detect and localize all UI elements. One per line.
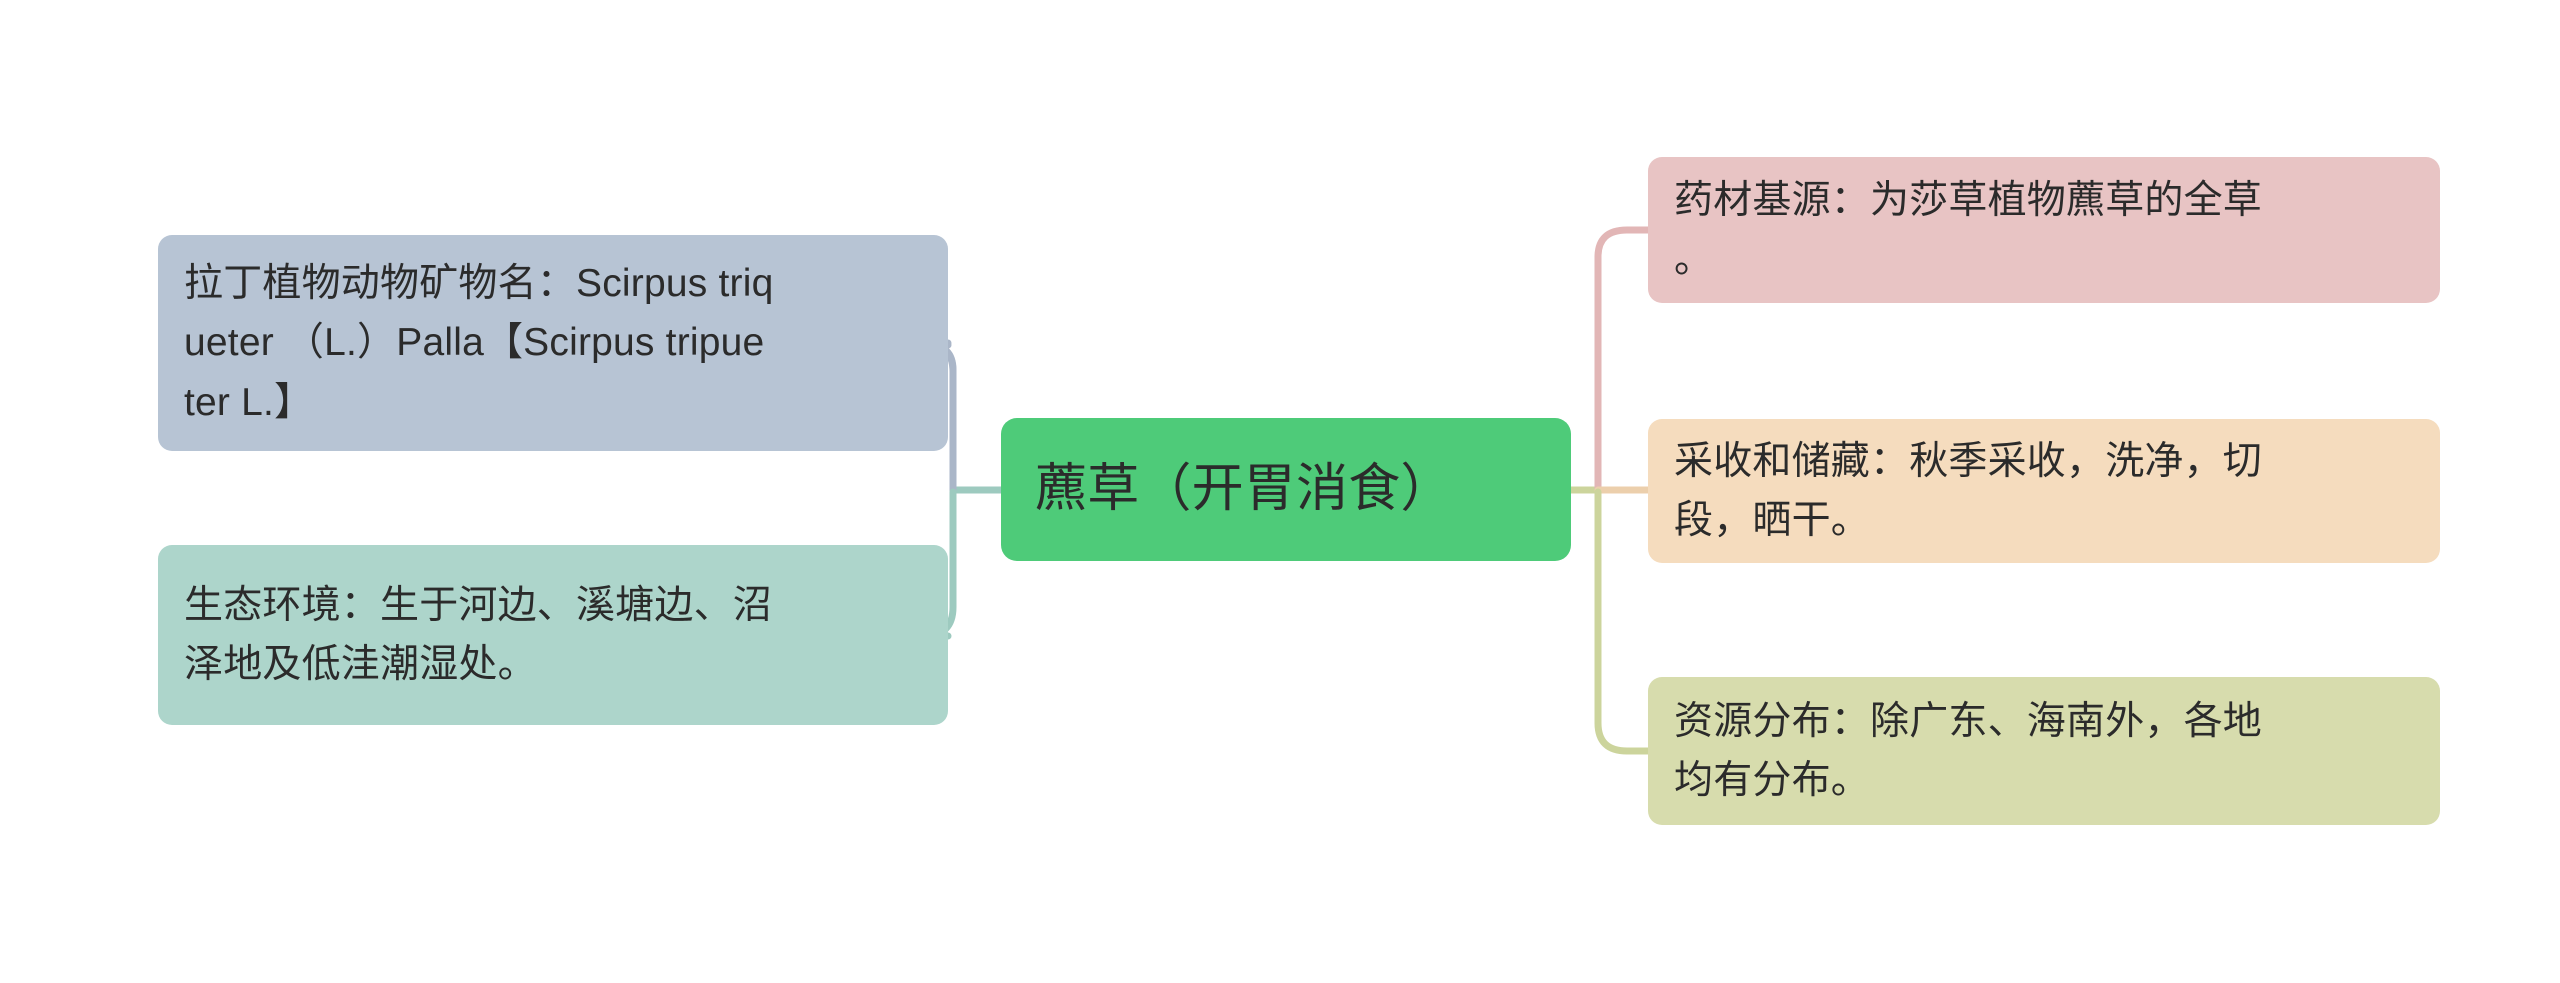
node-medicinal-source-label: 药材基源：为莎草植物藨草的全草 。 xyxy=(1674,178,2263,281)
node-medicinal-source[interactable]: 药材基源：为莎草植物藨草的全草 。 xyxy=(1648,157,2440,303)
node-harvest-and-storage[interactable]: 采收和储藏：秋季采收，洗净，切 段，晒干。 xyxy=(1648,419,2440,563)
connector-right-3 xyxy=(1594,488,1654,755)
node-resource-distribution[interactable]: 资源分布：除广东、海南外，各地 均有分布。 xyxy=(1648,677,2440,825)
node-ecological-environment[interactable]: 生态环境：生于河边、溪塘边、沼 泽地及低洼潮湿处。 xyxy=(158,545,948,725)
node-ecological-environment-label: 生态环境：生于河边、溪塘边、沼 泽地及低洼潮湿处。 xyxy=(184,583,773,686)
node-latin-name[interactable]: 拉丁植物动物矿物名：Scirpus triq ueter （L.）Palla【S… xyxy=(158,235,948,451)
node-harvest-and-storage-label: 采收和储藏：秋季采收，洗净，切 段，晒干。 xyxy=(1674,439,2263,542)
connector-right-1 xyxy=(1594,226,1654,492)
central-topic-node[interactable]: 藨草（开胃消食） xyxy=(1001,418,1571,561)
node-resource-distribution-label: 资源分布：除广东、海南外，各地 均有分布。 xyxy=(1674,699,2263,802)
node-latin-name-label: 拉丁植物动物矿物名：Scirpus triq ueter （L.）Palla【S… xyxy=(184,262,774,424)
central-topic-label: 藨草（开胃消食） xyxy=(1035,460,1453,518)
